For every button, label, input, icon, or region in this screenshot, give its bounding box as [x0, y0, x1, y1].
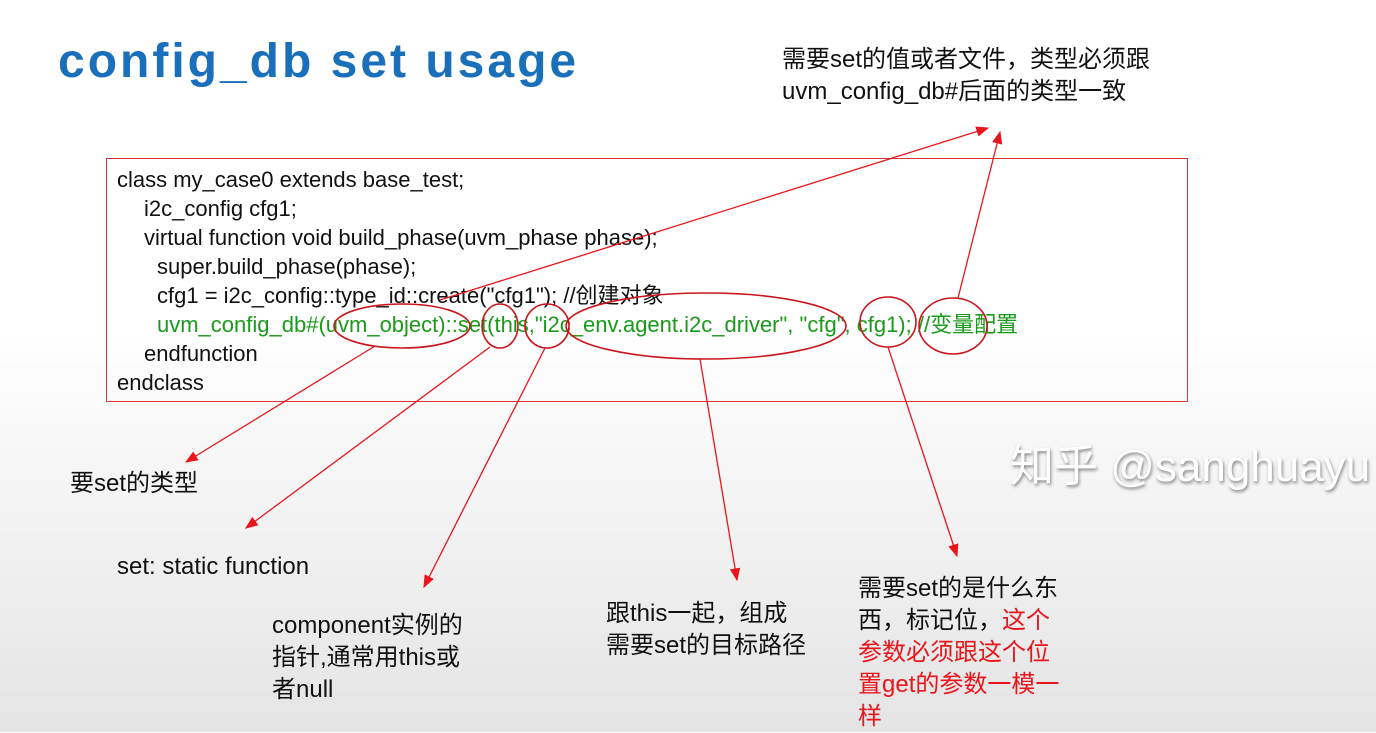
ellipse-field — [859, 296, 917, 348]
code-line: virtual function void build_phase(uvm_ph… — [144, 225, 658, 250]
note-line-red: 置get的参数一模一 — [858, 671, 1060, 698]
note-line: 需要set的是什么东 — [858, 575, 1059, 602]
note-type-match: 需要set的值或者文件，类型必须跟 uvm_config_db#后面的类型一致 — [782, 44, 1150, 108]
note-line-red: 这个 — [1002, 607, 1050, 634]
note-line: 西，标记位， — [858, 607, 1002, 634]
arrow-type-to-top — [439, 126, 990, 301]
arrow-value-to-top — [957, 130, 1003, 299]
ellipse-value — [918, 297, 988, 355]
note-line: 需要set的目标路径 — [606, 632, 807, 659]
note-line: 跟this一起，组成 — [606, 600, 788, 627]
note-line-red: 样 — [858, 703, 882, 730]
ellipse-set — [481, 303, 519, 349]
code-line: endfunction — [144, 341, 258, 366]
slide-title: config_db set usage — [58, 35, 580, 88]
note-line: uvm_config_db#后面的类型一致 — [782, 78, 1127, 105]
note-type: 要set的类型 — [70, 470, 199, 497]
arrow-set — [244, 346, 491, 529]
code-line-config-set: uvm_config_db#(uvm_object)::set(this,"i2… — [157, 312, 1019, 337]
note-static: set: static function — [117, 553, 310, 580]
arrow-this — [423, 347, 546, 589]
code-line: super.build_phase(phase); — [157, 254, 417, 279]
note-field: 需要set的是什么东 西，标记位，这个 参数必须跟这个位 置get的参数一模一 … — [858, 573, 1059, 733]
note-path: 跟this一起，组成 需要set的目标路径 — [606, 598, 806, 662]
note-line: 者null — [272, 676, 334, 703]
note-line: 指针,通常用this或 — [272, 644, 461, 671]
note-line: 需要set的值或者文件，类型必须跟 — [782, 46, 1151, 73]
watermark: 知乎 @sanghuayu — [1010, 442, 1371, 491]
code-line: endclass — [117, 370, 204, 395]
note-component: component实例的 指针,通常用this或 者null — [272, 610, 463, 706]
note-line-red: 参数必须跟这个位 — [858, 639, 1050, 666]
arrow-type — [184, 345, 376, 463]
ellipse-this — [524, 303, 570, 349]
arrow-path — [699, 358, 741, 582]
ellipse-type — [333, 303, 471, 349]
code-line: class my_case0 extends base_test; — [117, 167, 465, 192]
code-box — [106, 158, 1188, 402]
ellipse-path — [565, 292, 847, 360]
arrow-field — [887, 346, 959, 558]
note-line: component实例的 — [272, 612, 463, 639]
code-line: i2c_config cfg1; — [144, 196, 297, 221]
